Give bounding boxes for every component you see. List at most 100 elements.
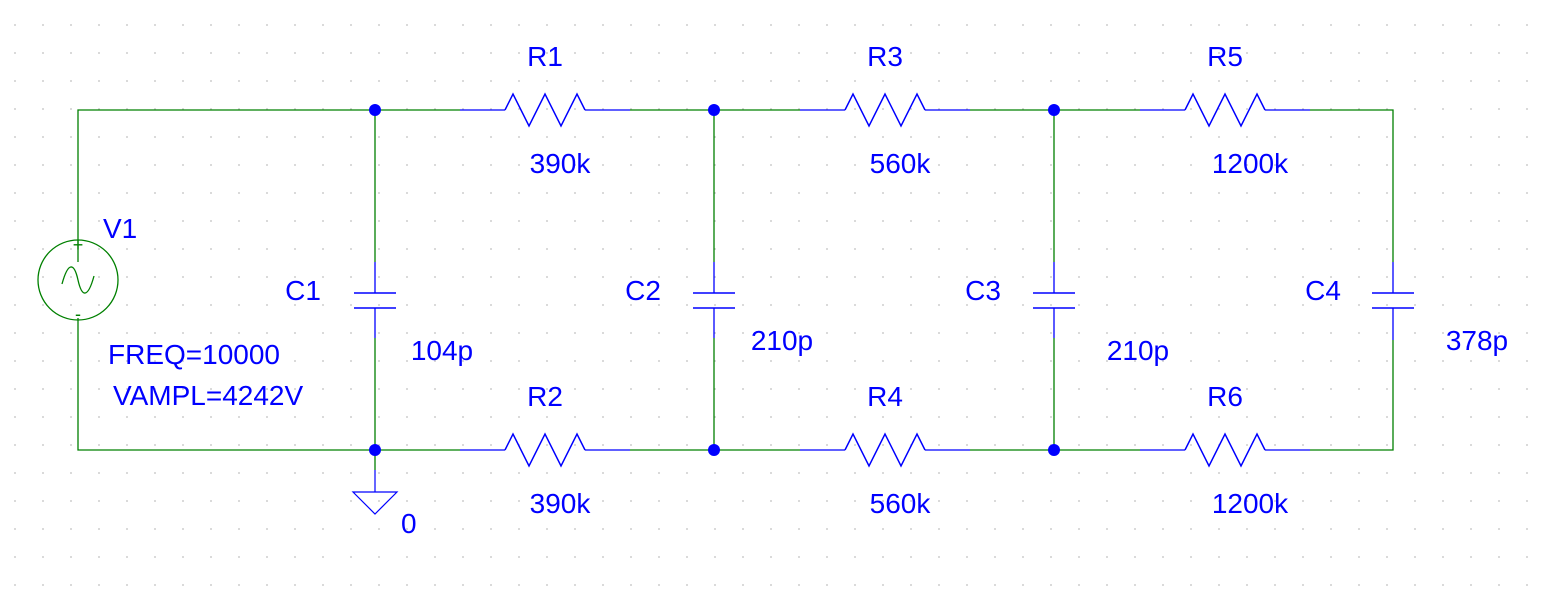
grid-dot [154,332,156,334]
grid-dot [826,192,828,194]
grid-dot [294,164,296,166]
capacitor-c3[interactable]: C3 210p [965,262,1169,366]
grid-dot [602,528,604,530]
grid-dot [126,192,128,194]
grid-dot [658,52,660,54]
r2-value: 390k [530,488,592,519]
grid-dot [1358,220,1360,222]
capacitor-c1[interactable]: C1 104p [285,262,473,366]
ground-symbol[interactable]: 0 [351,470,417,539]
grid-dot [686,276,688,278]
resistor-r4[interactable]: R4 560k [800,381,970,519]
grid-dot [1134,248,1136,250]
grid-dot [1078,248,1080,250]
grid-dot [434,528,436,530]
grid-dot [966,500,968,502]
grid-dot [1246,136,1248,138]
grid-dot [266,192,268,194]
grid-dot [210,248,212,250]
grid-dot [1470,192,1472,194]
grid-dot [546,472,548,474]
grid-dot [1386,304,1388,306]
grid-dot [350,416,352,418]
v1-ref: V1 [103,213,137,244]
grid-dot [238,416,240,418]
grid-dot [42,276,44,278]
grid-dot [574,276,576,278]
grid-dot [742,52,744,54]
grid-dot [70,528,72,530]
grid-dot [1246,388,1248,390]
grid-dot [126,360,128,362]
grid-dot [854,500,856,502]
resistor-r1[interactable]: R1 390k [460,41,630,179]
grid-dot [1246,80,1248,82]
grid-dot [434,500,436,502]
grid-dot [686,332,688,334]
grid-dot [322,556,324,558]
grid-dot [518,52,520,54]
grid-dot [1274,332,1276,334]
grid-dot [1358,444,1360,446]
grid-dot [1330,416,1332,418]
grid-dot [1442,332,1444,334]
resistor-r5[interactable]: R5 1200k [1140,41,1310,179]
capacitor-c2[interactable]: C2 210p [625,262,813,356]
capacitor-c4[interactable]: C4 378p [1305,262,1508,356]
grid-dot [1498,164,1500,166]
grid-dot [882,52,884,54]
grid-dot [322,332,324,334]
grid-dot [1330,24,1332,26]
grid-dot [938,164,940,166]
grid-dot [574,556,576,558]
grid-dot [14,416,16,418]
grid-dot [994,136,996,138]
grid-dot [462,24,464,26]
grid-dot [602,52,604,54]
grid-dot [602,24,604,26]
grid-dot [294,556,296,558]
grid-dot [826,136,828,138]
grid-dot [574,332,576,334]
grid-dot [434,360,436,362]
grid-dot [1498,584,1500,586]
grid-dot [1134,444,1136,446]
grid-dot [14,500,16,502]
grid-dot [378,528,380,530]
grid-dot [1386,388,1388,390]
grid-dot [1022,304,1024,306]
grid-dot [1470,556,1472,558]
grid-dot [322,500,324,502]
resistor-r2[interactable]: R2 390k [460,381,630,519]
grid-dot [1078,136,1080,138]
grid-dot [546,332,548,334]
grid-dot [1190,220,1192,222]
grid-dot [406,304,408,306]
grid-dot [1498,472,1500,474]
grid-dot [1442,556,1444,558]
r5-ref: R5 [1207,41,1243,72]
grid-dot [630,276,632,278]
grid-dot [462,556,464,558]
grid-dot [126,24,128,26]
grid-dot [686,528,688,530]
resistor-r3[interactable]: R3 560k [800,41,970,179]
grid-dot [126,248,128,250]
grid-dot [434,248,436,250]
grid-dot [1414,584,1416,586]
grid-dot [826,220,828,222]
grid-dot [742,276,744,278]
grid-dot [1078,80,1080,82]
grid-dot [742,248,744,250]
voltage-source-v1[interactable]: + - V1 FREQ=10000 VAMPL=4242V [37,213,303,411]
grid-dot [1526,192,1528,194]
grid-dot [658,164,660,166]
grid-dot [1330,276,1332,278]
resistor-r6[interactable]: R6 1200k [1140,381,1310,519]
grid-dot [1358,276,1360,278]
grid-dot [994,52,996,54]
grid-dot [938,220,940,222]
grid-dot [602,388,604,390]
grid-dot [126,444,128,446]
grid-dot [1274,472,1276,474]
